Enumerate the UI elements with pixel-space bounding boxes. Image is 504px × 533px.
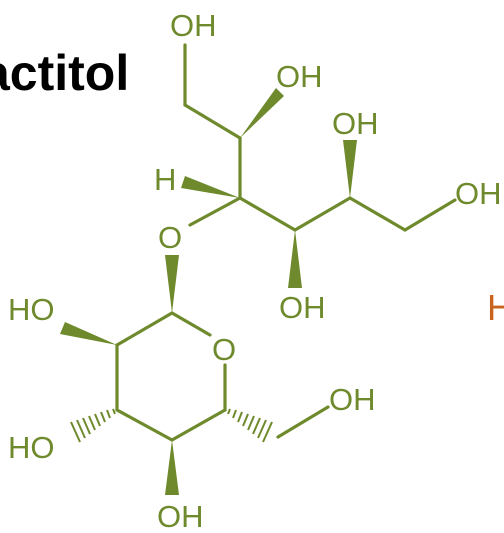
bond-c3-c4 — [238, 196, 297, 232]
label-oh-top: OH — [170, 8, 217, 43]
wedge-c2-oh — [240, 88, 284, 138]
ring-c4-c3 — [115, 408, 174, 442]
wedge-c4-oh — [165, 440, 179, 495]
bond-c4-c5 — [293, 196, 352, 232]
bond-ch2-oh — [276, 405, 330, 439]
cut-off-letter: H — [487, 287, 504, 328]
ring-c2-c1 — [115, 311, 174, 347]
hash-c3-oh — [70, 408, 116, 443]
chain-bonds — [183, 43, 457, 232]
chain-wedges — [181, 88, 357, 288]
label-ho-ring-lower-left: HO — [8, 430, 55, 465]
label-oh-far-right: OH — [455, 176, 502, 211]
label-oh-upper-wedge: OH — [276, 59, 323, 94]
label-o-glycosidic: O — [158, 220, 182, 255]
molecule-title: actitol — [0, 45, 130, 101]
label-oh-right-upper: OH — [332, 106, 379, 141]
ring-bonds — [115, 311, 330, 442]
bond-c5-c6 — [348, 196, 407, 232]
label-oh-chain-bottom: OH — [279, 290, 326, 325]
hash-c5-ch2 — [227, 408, 273, 443]
label-oh-ring-ch2: OH — [329, 382, 376, 417]
label-ho-ring-upper-left: HO — [8, 292, 55, 327]
bond-c1-c2 — [183, 103, 242, 140]
bond-c3-o — [188, 196, 242, 227]
wedge-c1-o — [165, 255, 179, 313]
label-h-left: H — [154, 162, 176, 197]
atom-labels: OH OH H OH OH O OH HO O OH HO OH — [8, 8, 502, 533]
label-oh-ring-bottom: OH — [157, 499, 204, 533]
wedge-c4-oh — [288, 230, 302, 288]
bond-c6-oh — [403, 198, 457, 232]
ring-wedges — [60, 255, 179, 495]
wedge-c3-h — [181, 176, 240, 198]
ring-hashes — [70, 408, 273, 443]
ring-c5-c4 — [170, 408, 227, 442]
wedge-c2-oh — [60, 322, 117, 345]
label-o-ring: O — [212, 332, 236, 367]
ring-c1-o5 — [170, 311, 212, 337]
wedge-c5-oh — [343, 140, 357, 198]
